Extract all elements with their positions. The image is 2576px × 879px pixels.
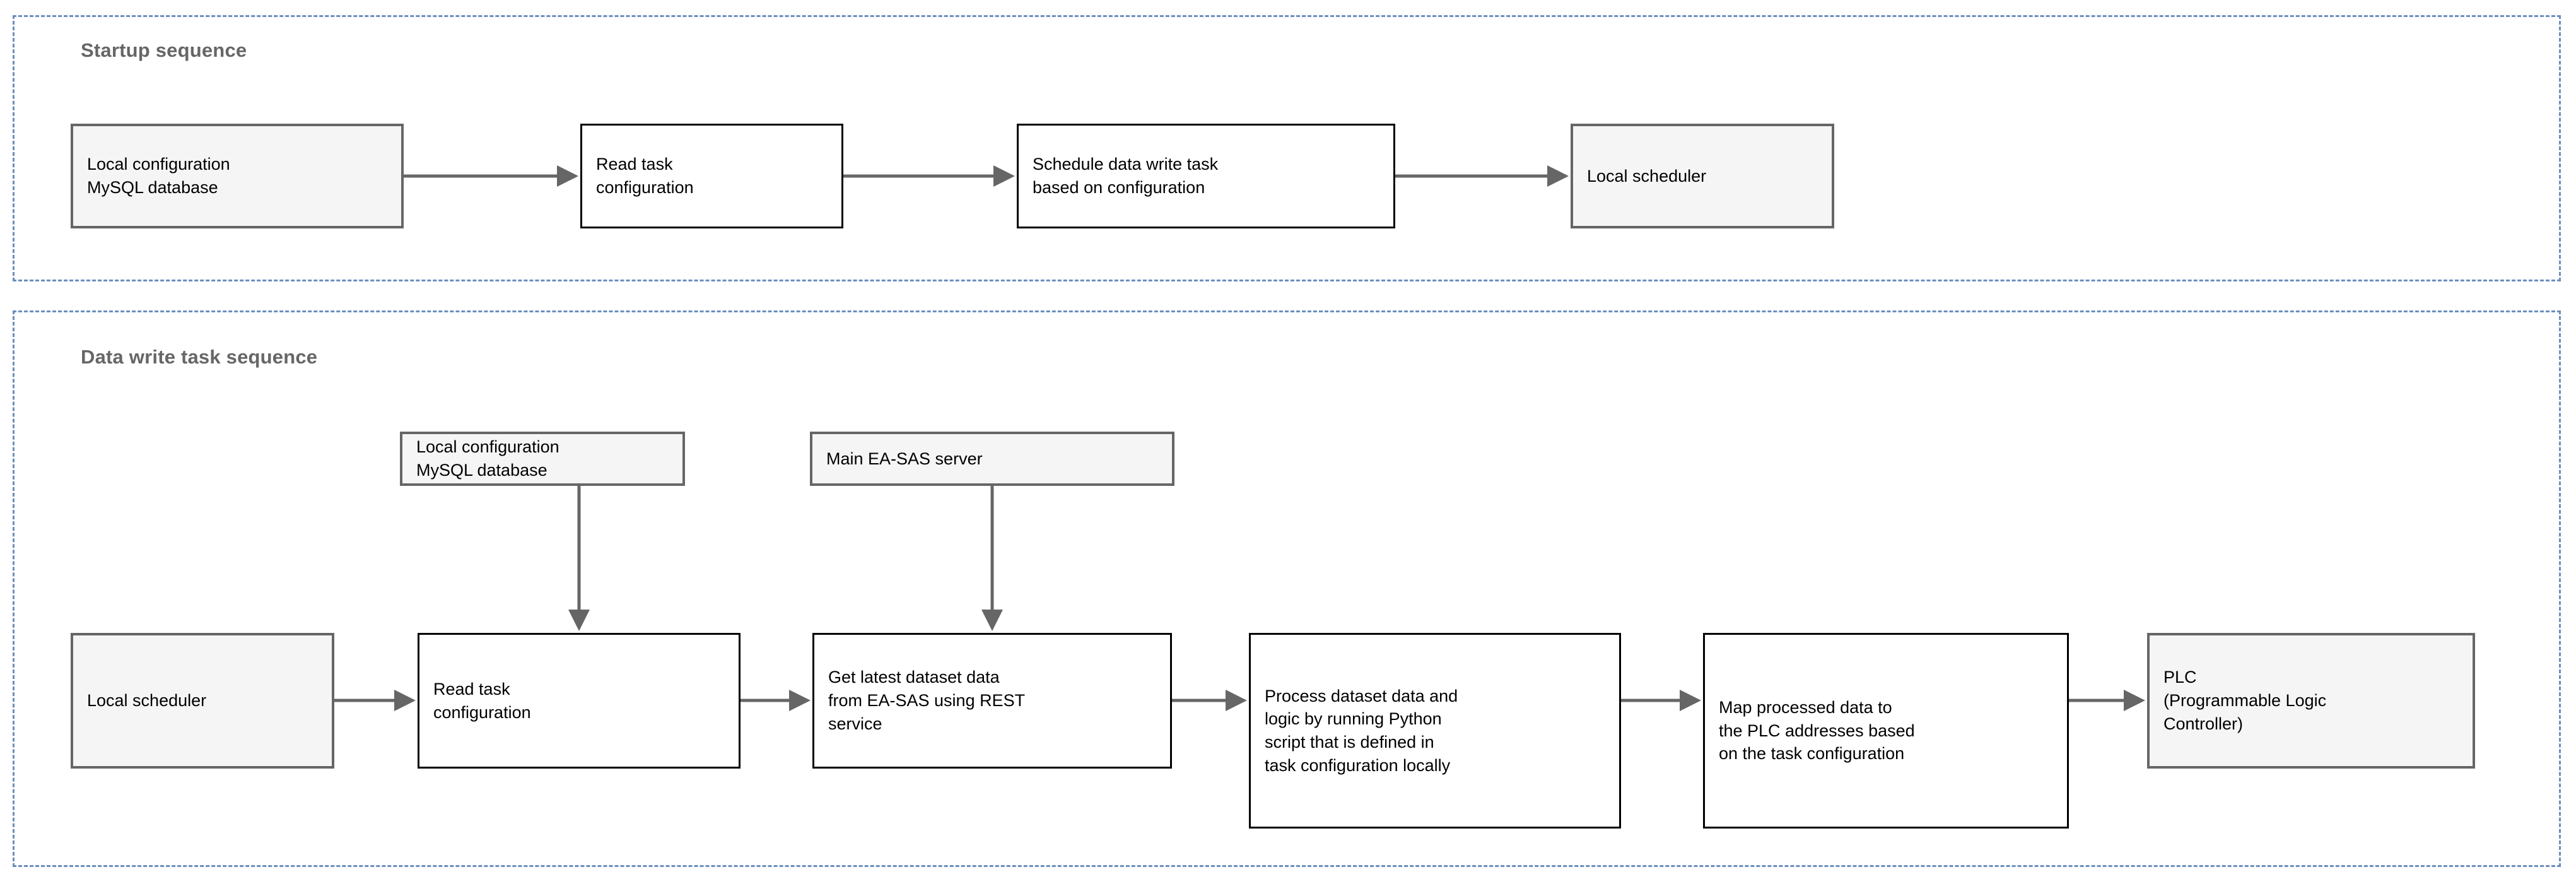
node-dw-local-config-db[interactable]: Local configuration MySQL database [400,432,685,486]
node-startup-schedule-data-write-task[interactable]: Schedule data write task based on config… [1017,124,1395,228]
node-label-dw-process-dataset: Process dataset data and logic by runnin… [1265,686,1458,775]
node-dw-read-task-config[interactable]: Read task configuration [418,633,741,769]
node-dw-local-scheduler[interactable]: Local scheduler [71,633,334,769]
node-dw-process-dataset[interactable]: Process dataset data and logic by runnin… [1249,633,1621,829]
node-label-dw-local-config-db: Local configuration MySQL database [416,437,559,480]
node-label-startup-local-config-db: Local configuration MySQL database [87,155,230,197]
node-startup-local-scheduler[interactable]: Local scheduler [1571,124,1834,228]
node-dw-main-server[interactable]: Main EA-SAS server [810,432,1174,486]
node-label-dw-map-plc-addresses: Map processed data to the PLC addresses … [1719,697,1915,764]
node-label-dw-plc: PLC (Programmable Logic Controller) [2163,668,2327,733]
node-dw-map-plc-addresses[interactable]: Map processed data to the PLC addresses … [1703,633,2069,829]
swimlane-title-data-write: Data write task sequence [81,346,318,368]
node-label-startup-local-scheduler: Local scheduler [1587,166,1707,186]
swimlane-title-startup: Startup sequence [81,39,247,61]
node-dw-plc[interactable]: PLC (Programmable Logic Controller) [2147,633,2475,769]
node-label-startup-schedule-data-write-task: Schedule data write task based on config… [1033,155,1219,197]
node-label-dw-main-server: Main EA-SAS server [826,449,983,468]
node-startup-local-config-db[interactable]: Local configuration MySQL database [71,124,404,228]
node-label-dw-get-dataset: Get latest dataset data from EA-SAS usin… [828,668,1026,733]
node-dw-get-dataset[interactable]: Get latest dataset data from EA-SAS usin… [812,633,1172,769]
node-label-dw-read-task-config: Read task configuration [433,679,531,722]
node-label-startup-read-task-config: Read task configuration [596,155,694,197]
node-startup-read-task-config[interactable]: Read task configuration [580,124,843,228]
node-label-dw-local-scheduler: Local scheduler [87,691,207,711]
